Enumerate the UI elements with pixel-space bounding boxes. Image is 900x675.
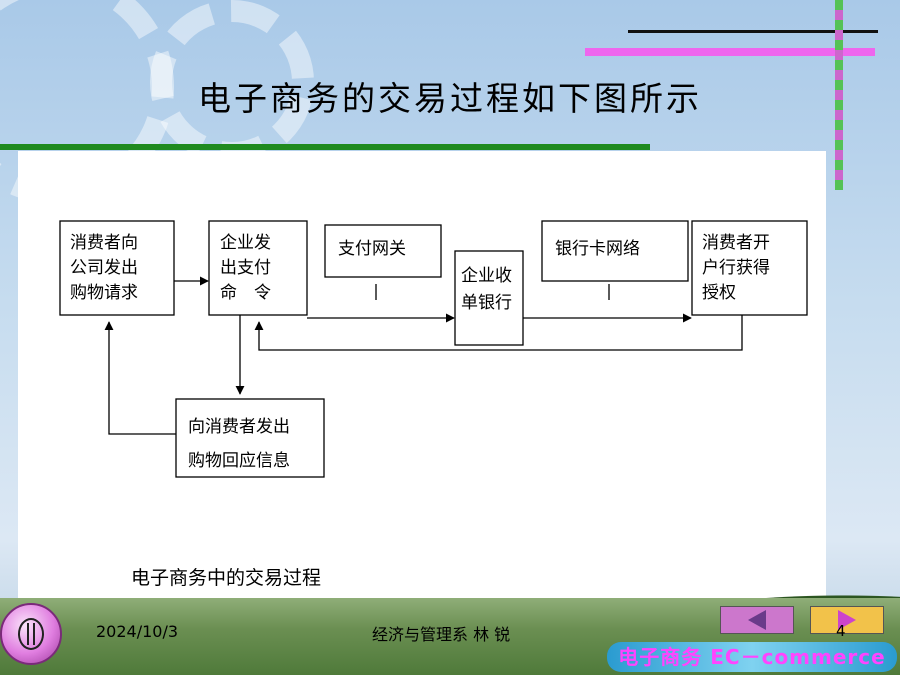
arrow-left-icon <box>748 610 766 630</box>
node-consumer-line-2: 公司发出 <box>70 258 138 278</box>
diagram-panel: 消费者向 公司发出 购物请求 企业发 出支付 命 令 支付网关 企业收 单银行 … <box>18 151 826 600</box>
nav-prev-button[interactable] <box>720 606 794 634</box>
node-confirm-line-1: 向消费者发出 <box>188 417 290 437</box>
node-network-line-1: 银行卡网络 <box>555 239 640 259</box>
slide-title: 电子商务的交易过程如下图所示 <box>198 79 702 118</box>
flow-diagram: 消费者向 公司发出 购物请求 企业发 出支付 命 令 支付网关 企业收 单银行 … <box>59 220 808 589</box>
node-confirm-line-2: 购物回应信息 <box>188 451 290 471</box>
node-company-line-2: 出支付 <box>220 258 271 278</box>
node-issuer-line-1: 消费者开 <box>702 233 770 253</box>
footer-date: 2024/10/3 <box>96 622 179 641</box>
arrow-confirm-to-consumer <box>104 321 176 435</box>
course-banner: 电子商务 EC－commerce <box>607 642 897 672</box>
decor-line-vertical <box>835 0 843 190</box>
nav-next-button[interactable] <box>810 606 884 634</box>
decor-line-black <box>628 30 878 33</box>
node-network-box <box>541 220 689 282</box>
node-issuer-line-3: 授权 <box>702 283 736 303</box>
logo-button[interactable] <box>0 603 62 665</box>
node-company-line-1: 企业发 <box>220 233 271 253</box>
page-number: 4 <box>836 622 846 640</box>
node-gateway-box <box>324 224 442 278</box>
node-gateway-line-1: 支付网关 <box>338 239 406 259</box>
node-consumer-line-1: 消费者向 <box>70 233 138 253</box>
node-consumer-line-3: 购物请求 <box>70 283 138 303</box>
node-confirm-box <box>175 398 325 478</box>
node-company-line-3: 命 令 <box>220 283 271 303</box>
node-acquirer-line-1: 企业收 <box>461 266 512 286</box>
university-logo-icon <box>18 618 44 650</box>
node-issuer-box <box>691 220 808 316</box>
arrow-right-icon <box>838 610 856 630</box>
node-company-box <box>208 220 308 316</box>
decor-line-pink <box>585 48 875 56</box>
node-acquirer-box <box>454 250 524 346</box>
footer-author: 经济与管理系 林 锐 <box>372 625 511 644</box>
decor-line-green <box>0 144 650 150</box>
node-issuer-line-2: 户行获得 <box>702 258 770 278</box>
arrow-issuer-back-to-company <box>254 315 743 351</box>
node-consumer-box <box>59 220 175 316</box>
node-acquirer-line-2: 单银行 <box>461 293 512 313</box>
diagram-caption: 电子商务中的交易过程 <box>131 567 321 589</box>
